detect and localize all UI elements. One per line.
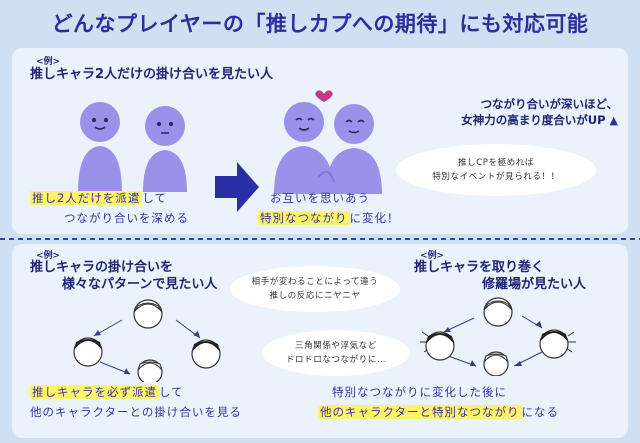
dashed-divider [0,238,640,240]
highlight-text: 他のキャラクターと特別なつながり [318,405,522,419]
bonus-note: つながり合いが深いほど、 女神力の高まり度合いがUP ▲ [461,97,618,127]
rivalry-diagram [420,297,576,376]
bottom-left-line2: 他のキャラクターとの掛け合いを見る [30,405,242,419]
up-arrow-icon: ▲ [609,114,618,127]
top-heading: 推しキャラ2人だけの掛け合いを見たい人 [30,67,274,82]
highlight-text: 特別なつながり [258,211,350,225]
highlight-text: 推し2人だけを派遣 [30,191,143,205]
speech-bubble-mid-2: 三角関係や浮気など ドロドロなつながりに… [262,330,410,376]
example-label: <例> [36,57,61,67]
bottom-left-heading-1: 推しキャラの掛け合いを [30,260,174,275]
highlight-text: 推しキャラを必ず派遣 [30,385,159,399]
bottom-right-heading-2: 修羅場が見たい人 [482,277,587,292]
bottom-right-line1: 特別なつながりに変化した後に [332,385,507,399]
bottom-right-heading-1: 推しキャラを取り巻く [414,260,545,275]
bottom-right-line2: 他のキャラクターと特別なつながりになる [318,405,560,419]
heart-icon [315,90,333,102]
speech-bubble-top: 推しCPを極めれば 特別なイベントが見られる！！ [396,144,596,196]
right-arrow-icon [215,162,259,212]
two-characters-apart [78,102,187,192]
example-label: <例> [36,251,61,261]
bottom-left-heading-2: 様々なパターンで見たい人 [62,277,218,292]
top-left-line2: つながり合いを深める [64,211,189,225]
bottom-left-line1: 推しキャラを必ず派遣して [30,385,184,399]
top-right-line2: 特別なつながりに変化！ [258,211,400,225]
two-characters-together [274,90,382,194]
top-left-line1: 推し2人だけを派遣して [30,191,167,205]
triangle-relationship-diagram [73,299,221,382]
top-right-line1: お互いを思いあう [270,191,370,205]
speech-bubble-mid-1: 相手が変わることによって違う 推しの反応にニヤニヤ [230,266,400,312]
example-label: <例> [420,251,445,261]
page-title: どんなプレイヤーの「推しカプへの期待」にも対応可能 [51,12,589,36]
